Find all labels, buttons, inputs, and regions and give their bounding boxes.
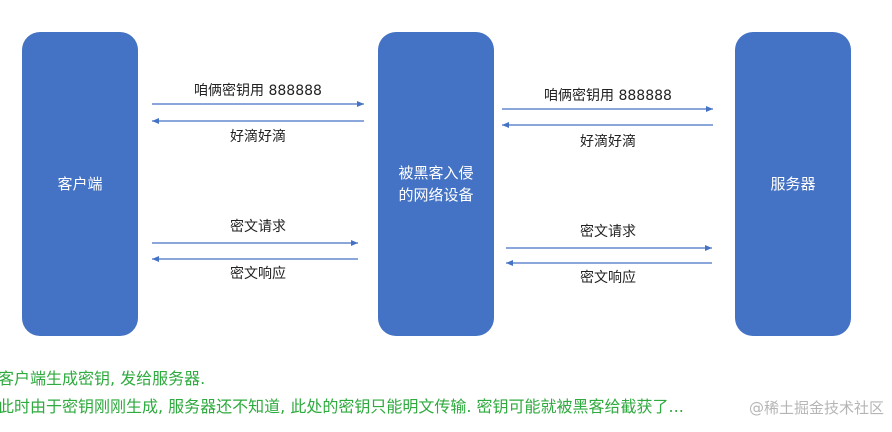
server-label: 服务器 (770, 175, 816, 193)
right-key-reply-label: 好滴好滴 (580, 134, 636, 150)
compromised-device-node: 被黑客入侵 的网络设备 (378, 32, 494, 336)
left-cipher-response-label: 密文响应 (230, 266, 286, 282)
compromised-device-label: 被黑客入侵 的网络设备 (398, 162, 473, 206)
right-cipher-response-label: 密文响应 (580, 270, 636, 286)
caption-line-1: 客户端生成密钥, 发给服务器. (0, 369, 206, 388)
left-key-request-label: 咱俩密钥用 888888 (194, 83, 322, 99)
right-key-request-label: 咱俩密钥用 888888 (544, 88, 672, 104)
left-cipher-request-label: 密文请求 (230, 219, 286, 235)
compromised-device-label-line2: 的网络设备 (398, 186, 474, 204)
client-node: 客户端 (22, 32, 138, 336)
left-key-reply-label: 好滴好滴 (230, 129, 286, 145)
client-label: 客户端 (57, 175, 103, 193)
server-node: 服务器 (735, 32, 851, 336)
right-cipher-request-label: 密文请求 (580, 224, 636, 240)
caption-line-2: 此时由于密钥刚刚生成, 服务器还不知道, 此处的密钥只能明文传输. 密钥可能就被… (0, 397, 684, 416)
compromised-device-label-line1: 被黑客入侵 (398, 164, 474, 182)
watermark: @稀土掘金技术社区 (748, 399, 884, 417)
